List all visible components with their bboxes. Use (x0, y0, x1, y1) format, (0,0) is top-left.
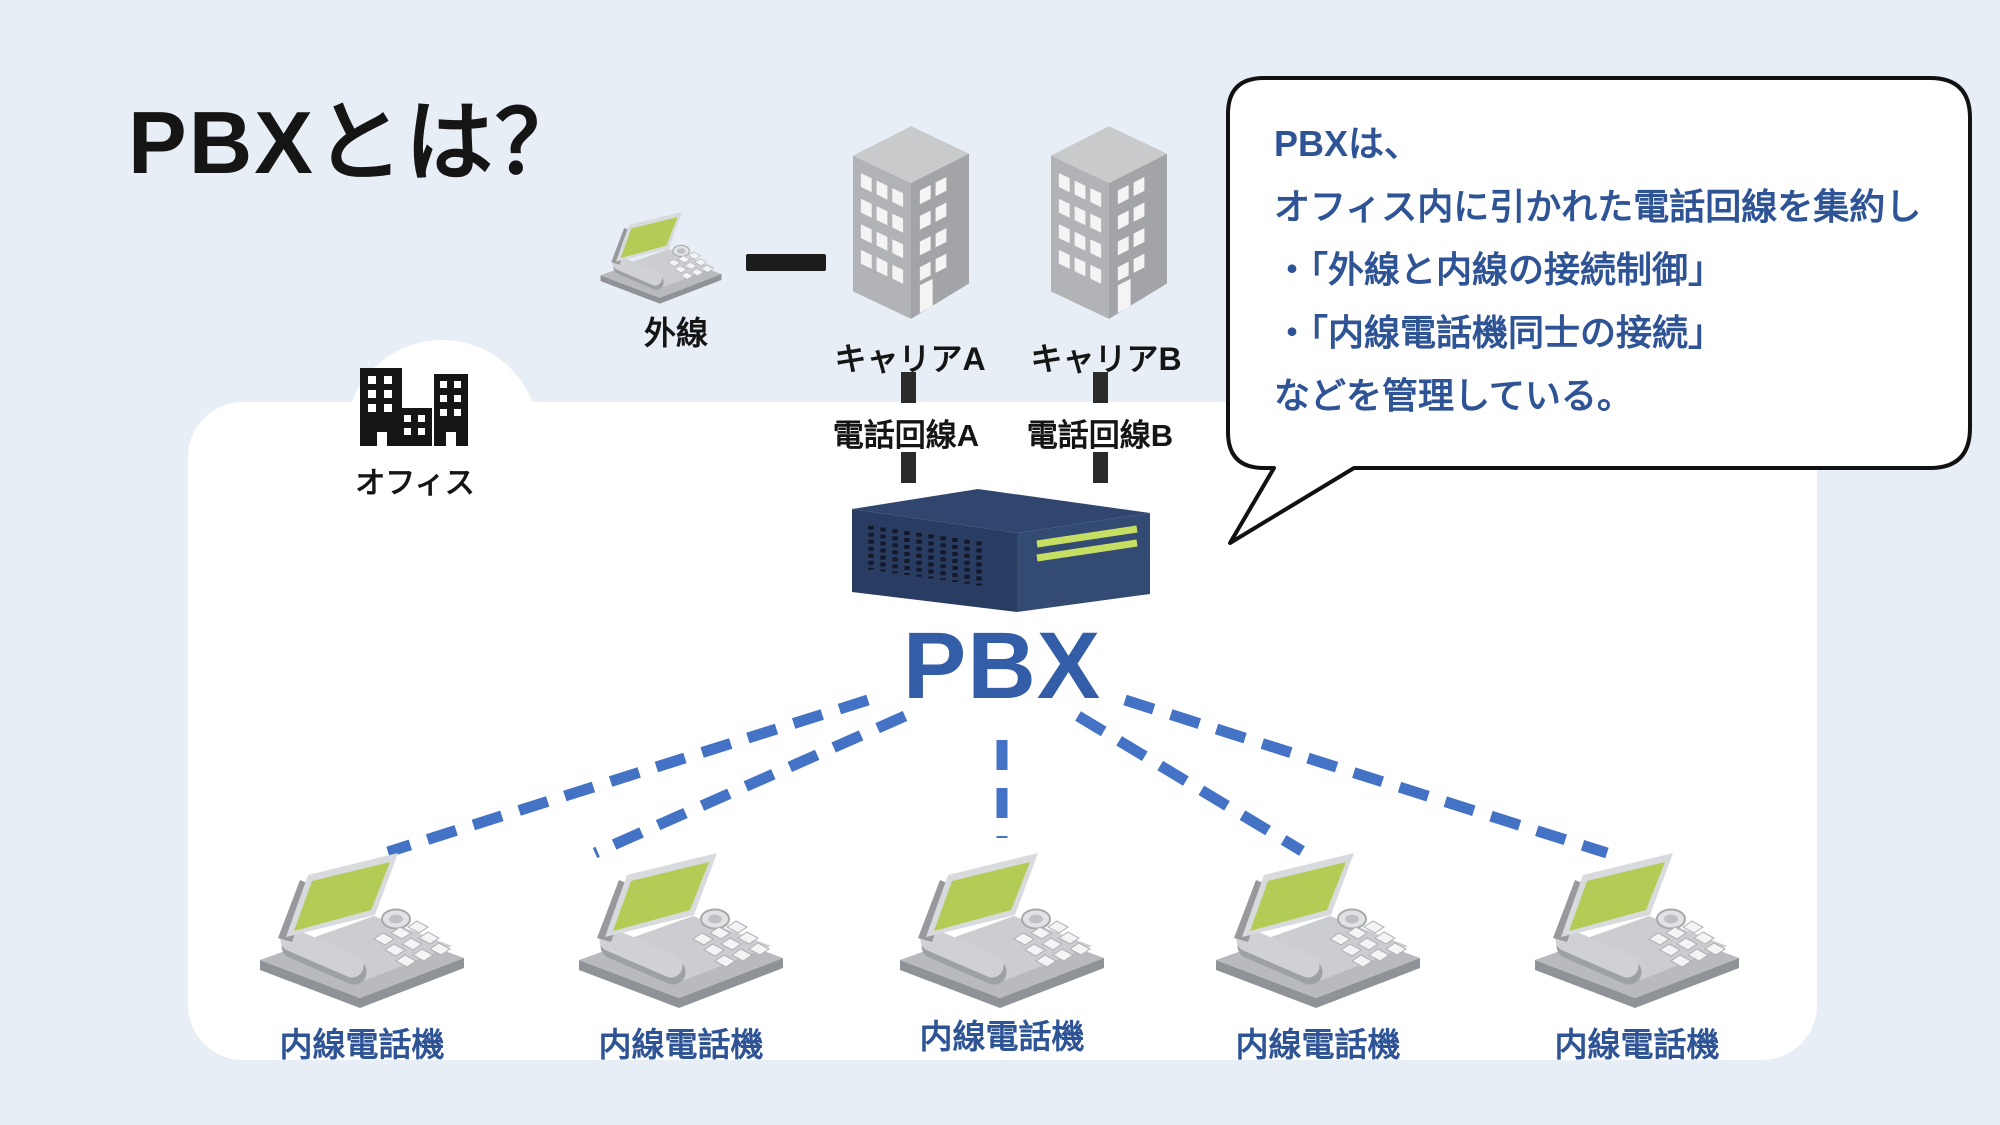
speech-bubble (1226, 76, 1972, 545)
phone-line-a-dash (901, 372, 916, 403)
phone-line-a-dash (901, 452, 916, 483)
carrier-b-building-icon (1051, 126, 1167, 319)
phone-line-b-dash (1093, 372, 1108, 403)
carrier-b-label: キャリアB (1030, 341, 1182, 377)
speech-bubble-line: ・「外線と内線の接続制御」 (1274, 249, 1725, 290)
extension-phone-icon (254, 840, 470, 1010)
pbx-label: PBX (902, 613, 1102, 719)
extension-phone-label: 内線電話機 (919, 1018, 1085, 1055)
pbx-device-icon (845, 478, 1157, 618)
speech-bubble-text: PBXは、 オフィス内に引かれた電話回線を集約し ・「外線と内線の接続制御」 ・… (1274, 112, 1934, 427)
phone-line-b-dash (1093, 452, 1108, 483)
speech-bubble-line: オフィス内に引かれた電話回線を集約し (1274, 186, 1922, 227)
external-connector-line (746, 254, 826, 271)
page-title: PBXとは？ (128, 93, 585, 192)
external-phone-icon (597, 204, 725, 305)
extension-phone-icon (573, 840, 789, 1010)
office-buildings-icon (358, 364, 470, 448)
speech-bubble-line: ・「内線電話機同士の接続」 (1274, 312, 1725, 353)
extension-phone-label: 内線電話機 (1235, 1026, 1401, 1063)
speech-bubble-line: PBXは、 (1274, 123, 1421, 164)
phone-line-b-label: 電話回線B (1026, 418, 1174, 453)
extension-phone-label: 内線電話機 (1554, 1026, 1720, 1063)
office-label: オフィス (355, 467, 475, 500)
extension-phone-label: 内線電話機 (598, 1026, 764, 1063)
speech-bubble-line: などを管理している。 (1274, 375, 1633, 416)
phone-line-a-label: 電話回線A (832, 418, 980, 453)
carrier-a-building-icon (853, 126, 969, 319)
carrier-a-label: キャリアA (834, 341, 986, 377)
extension-phone-icon (1210, 840, 1426, 1010)
extension-phone-icon (894, 840, 1110, 1010)
extension-phone-label: 内線電話機 (279, 1026, 445, 1063)
extension-phone-icon (1529, 840, 1745, 1010)
external-line-label: 外線 (643, 315, 708, 351)
